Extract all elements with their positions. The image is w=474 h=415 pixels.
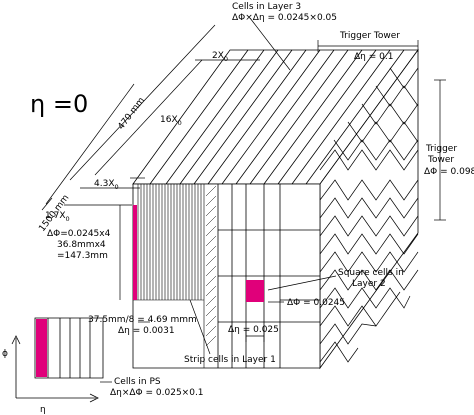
presampler-cells — [34, 317, 104, 379]
label-square-dphi: ΔΦ = 0.0245 — [287, 298, 345, 308]
label-43x0: 4.3X0 — [94, 179, 119, 191]
label-strip-cells: Strip cells in Layer 1 — [184, 355, 276, 365]
square-cell-highlight — [246, 280, 264, 302]
strip-highlight — [133, 205, 137, 300]
label-trigger-tower-deta: Δη = 0.1 — [354, 52, 393, 62]
label-2x0: 2X0 — [212, 51, 228, 63]
label-square-deta: Δη = 0.025 — [228, 325, 279, 335]
phi-eta-axes — [11, 335, 99, 403]
label-ps-dims: Δη×ΔΦ = 0.025×0.1 — [110, 388, 204, 398]
label-cells-layer3-dims: ΔΦ×Δη = 0.0245×0.05 — [232, 13, 337, 23]
label-cells-layer3: Cells in Layer 3 — [232, 2, 301, 12]
label-16x0: 16X0 — [160, 115, 182, 127]
axis-eta-label: η — [40, 405, 46, 415]
label-strip-deta: Δη = 0.0031 — [118, 326, 175, 336]
label-strip-mm: 36.8mmx4 — [57, 240, 106, 250]
label-trigger-tower-right-2: Tower — [427, 155, 454, 165]
label-trigger-tower-right-1: Trigger — [425, 144, 457, 154]
calorimeter-block — [132, 48, 419, 370]
ps-cell-highlight — [36, 319, 47, 377]
label-square-cells-layer: Layer 2 — [352, 279, 386, 289]
accordion-zigzag — [319, 67, 419, 363]
top-face-lines — [149, 49, 405, 185]
label-strip-dphi: ΔΦ=0.0245x4 — [47, 229, 111, 239]
label-strip-width: 37.5mm/8 = 4.69 mmm — [88, 315, 197, 325]
label-strip-total: =147.3mm — [57, 251, 108, 261]
label-17x0: 1.7X0 — [45, 211, 70, 223]
label-ps-cells: Cells in PS — [114, 377, 161, 387]
absorber-hatch — [205, 185, 217, 347]
eta-zero-label: η =0 — [30, 90, 88, 118]
label-square-cells: Square cells in — [338, 268, 404, 278]
dimension-lines — [41, 17, 446, 355]
axis-phi-label: ϕ — [2, 349, 8, 359]
strip-cells-layer1 — [133, 184, 205, 368]
label-trigger-tower-top: Trigger Tower — [339, 31, 400, 41]
